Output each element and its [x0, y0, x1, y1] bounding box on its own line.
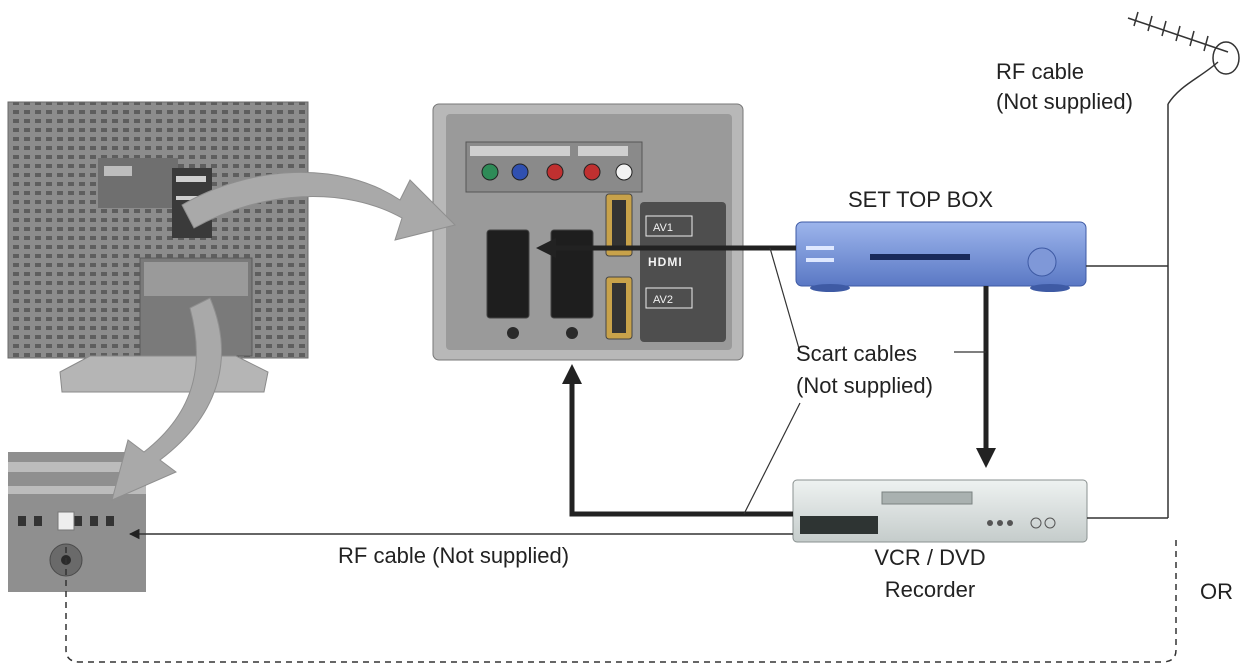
av1-label: AV1 [653, 222, 673, 234]
scart-leader-line-1 [769, 247, 801, 353]
rf-cable-antenna-label-line2: (Not supplied) [996, 89, 1133, 114]
terminal-panel [432, 103, 744, 361]
hdmi-label: HDMI [648, 255, 683, 269]
vcr-dvd-recorder [792, 479, 1088, 543]
or-label: OR [1200, 579, 1233, 604]
antenna-icon [1127, 11, 1240, 518]
rf-cable-alternative-dashed [65, 540, 1177, 663]
av2-label: AV2 [653, 294, 673, 306]
scart-cable-vcr-to-tv [562, 364, 793, 517]
rf-cable-bottom-label: RF cable (Not supplied) [338, 543, 570, 568]
scart-cables-label-line2: (Not supplied) [796, 373, 933, 398]
rf-cable-antenna-label-line1: RF cable [996, 59, 1085, 84]
curved-arrow-to-socket [111, 297, 222, 501]
scart-leader-line-3 [743, 402, 801, 515]
curved-arrow-to-panel [181, 172, 456, 241]
vcr-dvd-label-line1: VCR / DVD [874, 545, 986, 570]
scart-cables-label-line1: Scart cables [796, 341, 918, 366]
vcr-dvd-label-line2: Recorder [884, 577, 976, 602]
tv-back-view [7, 101, 309, 393]
set-top-box-label: SET TOP BOX [848, 187, 994, 212]
set-top-box [795, 221, 1087, 292]
